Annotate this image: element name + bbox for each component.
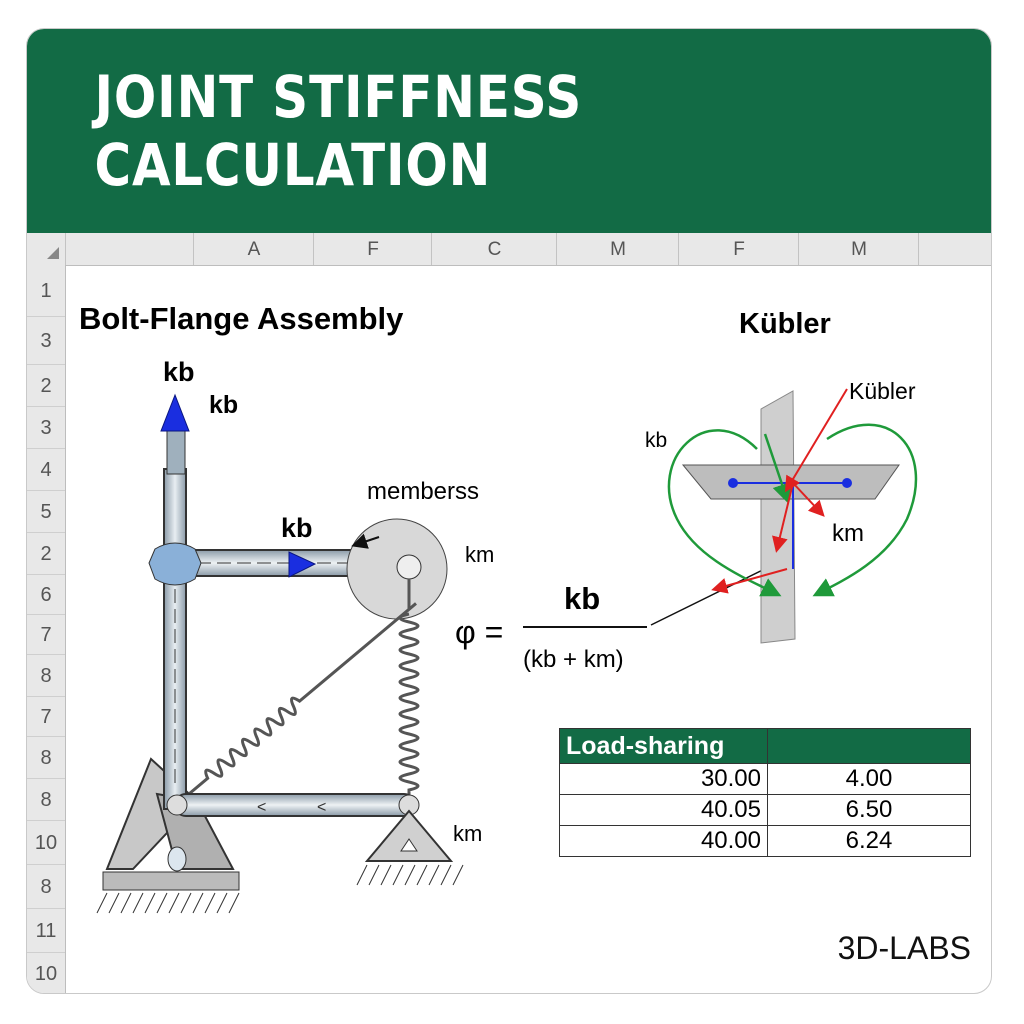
kb-arrow-right-icon (288, 551, 317, 578)
column-header[interactable]: M (798, 233, 919, 265)
ground-plate (102, 871, 240, 891)
diagonal-spring (176, 602, 417, 806)
table-cell[interactable]: 6.24 (767, 825, 971, 857)
table-cell[interactable]: 30.00 (559, 763, 768, 795)
left-heading: Bolt-Flange Assembly (79, 301, 404, 336)
vertical-plate (760, 390, 796, 644)
support-pin (167, 846, 187, 872)
table-header-blank (767, 728, 971, 764)
kb-label-side: kb (209, 391, 238, 419)
bolt-thread (166, 428, 186, 475)
km-label-base: km (453, 821, 482, 846)
column-header-blank[interactable] (918, 233, 991, 265)
diagram-canvas: Bolt-Flange Assembly Kübler kb kb kb mem… (79, 301, 918, 914)
column-header[interactable]: F (313, 233, 432, 265)
title-banner: JOINT STIFFNESS CALCULATION (27, 29, 991, 233)
row-header[interactable]: 2 (27, 533, 65, 575)
row-header[interactable]: 3 (27, 407, 65, 449)
row-header[interactable]: 4 (27, 449, 65, 491)
flange-clamp (148, 542, 202, 586)
kb-label-right: kb (645, 429, 667, 452)
vertical-spring (398, 612, 420, 799)
kb-arrow-up-icon (160, 393, 190, 432)
members-label: memberss (367, 478, 479, 505)
formula-numerator: kb (564, 581, 600, 616)
formula-denominator: (kb + km) (523, 646, 624, 673)
right-heading: Kübler (739, 308, 831, 340)
row-header[interactable]: 6 (27, 575, 65, 615)
row-header[interactable]: 10 (27, 953, 65, 993)
column-header[interactable]: M (556, 233, 679, 265)
row-header[interactable]: 7 (27, 697, 65, 737)
row-header[interactable]: 8 (27, 779, 65, 821)
row-header[interactable]: 5 (27, 491, 65, 533)
kb-label-arm: kb (281, 513, 313, 543)
row-header[interactable]: 8 (27, 865, 65, 909)
bolt-flange-diagram: kb kb kb memberss km < < km (96, 357, 494, 914)
kubler-label: Kübler (849, 378, 916, 404)
right-support (364, 809, 454, 862)
svg-text:<: < (317, 799, 326, 816)
row-header[interactable]: 1 (27, 265, 65, 317)
table-cell[interactable]: 4.00 (767, 763, 971, 795)
column-header-bar: A F C M F M (27, 233, 991, 266)
row-header[interactable]: 2 (27, 365, 65, 407)
ground-hatch (96, 892, 240, 914)
row-header[interactable]: 3 (27, 317, 65, 365)
row-header[interactable]: 8 (27, 737, 65, 779)
kubler-diagram: Kübler kb km (645, 378, 918, 644)
bottom-link (174, 793, 416, 817)
row-header[interactable]: 11 (27, 909, 65, 953)
kb-label-top: kb (163, 357, 195, 387)
table-cell[interactable]: 40.00 (559, 825, 768, 857)
select-all-corner[interactable] (27, 233, 65, 265)
table-cell[interactable]: 40.05 (559, 794, 768, 826)
sheet-frame: JOINT STIFFNESS CALCULATION A F C M F M … (26, 28, 992, 994)
column-header[interactable]: A (193, 233, 314, 265)
column-header[interactable]: F (678, 233, 799, 265)
stiffness-formula: φ = kb (kb + km) (455, 557, 788, 673)
table-cell[interactable]: 6.50 (767, 794, 971, 826)
brand-logo: 3D-LABS (837, 930, 971, 966)
row-header[interactable]: 7 (27, 615, 65, 655)
table-header: Load-sharing (559, 728, 768, 764)
km-label-right: km (832, 520, 864, 547)
km-label-pulley: km (465, 542, 494, 567)
svg-text:<: < (257, 799, 266, 816)
formula-lhs: φ = (455, 614, 503, 650)
row-header[interactable]: 8 (27, 655, 65, 697)
column-header[interactable]: C (431, 233, 557, 265)
row-header[interactable]: 10 (27, 821, 65, 865)
page-title: JOINT STIFFNESS CALCULATION (94, 63, 583, 199)
column-header-blank[interactable] (65, 233, 194, 265)
